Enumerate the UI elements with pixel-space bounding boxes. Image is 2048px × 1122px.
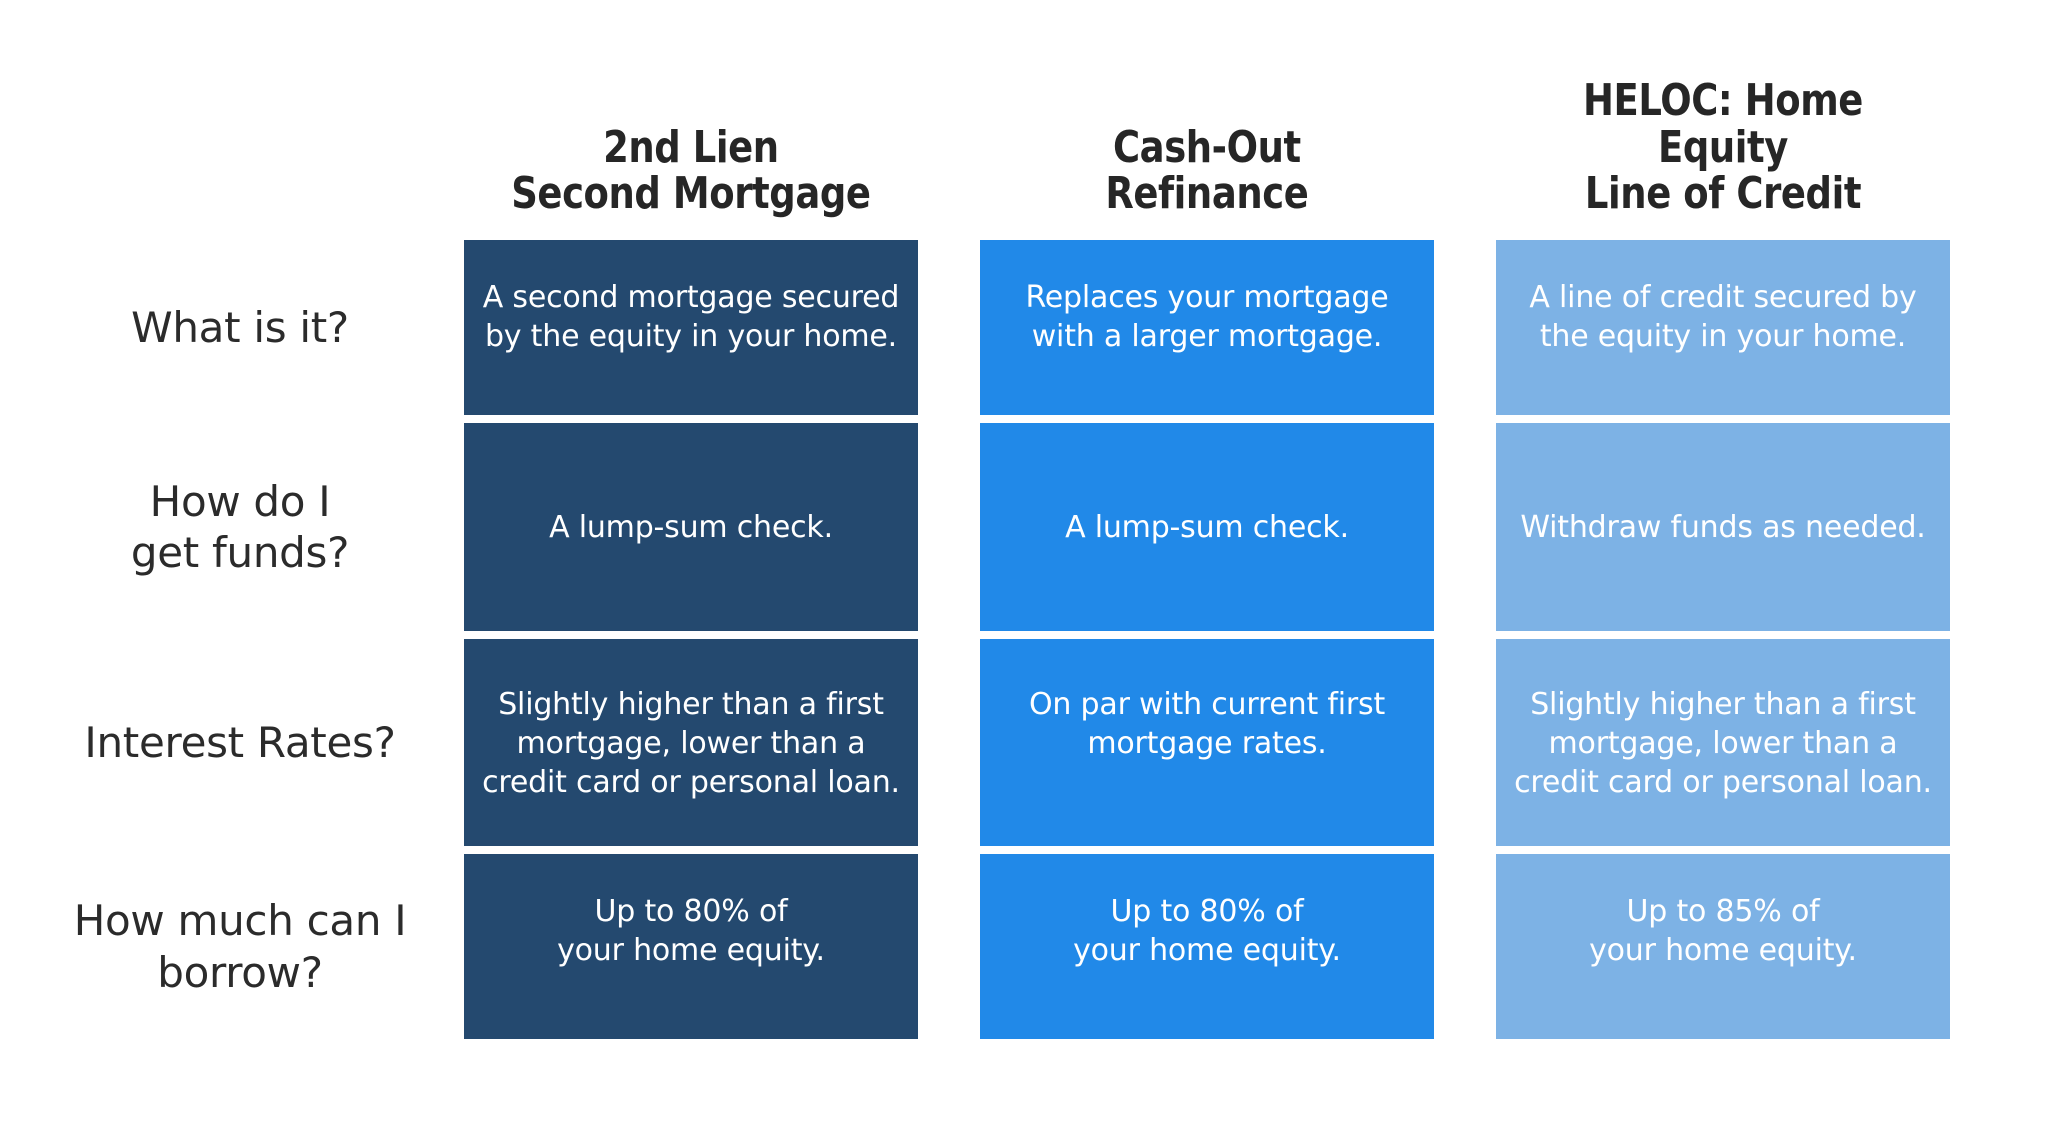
row-divider-3 xyxy=(0,846,2048,854)
column-header-second-mortgage: 2nd Lien Second Mortgage xyxy=(464,0,918,240)
table-cell-r4c1: Up to 80% of your home equity. xyxy=(464,854,918,1039)
cell-gap xyxy=(918,423,980,631)
table-cell-text: Slightly higher than a first mortgage, l… xyxy=(482,687,900,800)
row-end-spacer xyxy=(1950,240,2048,415)
table-cell-r1c1: A second mortgage secured by the equity … xyxy=(464,240,918,415)
table-cell-text: Slightly higher than a first mortgage, l… xyxy=(1514,687,1932,800)
column-header-label: 2nd Lien Second Mortgage xyxy=(511,121,871,220)
table-cell-text: Replaces your mortgage with a larger mor… xyxy=(1025,280,1389,354)
header-gap-1 xyxy=(918,0,980,240)
row-label-text: How much can I borrow? xyxy=(73,896,407,997)
row-divider-1 xyxy=(0,415,2048,423)
table-cell-r2c3: Withdraw funds as needed. xyxy=(1496,423,1950,631)
cell-gap xyxy=(918,240,980,415)
table-cell-r1c3: A line of credit secured by the equity i… xyxy=(1496,240,1950,415)
row-label-text: How do I get funds? xyxy=(130,476,350,577)
bottom-spacer xyxy=(0,1039,2048,1122)
row-label-interest-rates: Interest Rates? xyxy=(0,639,464,846)
column-header-label: Cash-Out Refinance xyxy=(1105,121,1309,220)
column-header-cash-out-refinance: Cash-Out Refinance xyxy=(980,0,1434,240)
table-cell-text: On par with current first mortgage rates… xyxy=(1028,687,1386,761)
header-spacer xyxy=(0,0,464,240)
table-cell-r2c2: A lump-sum check. xyxy=(980,423,1434,631)
table-cell-text: Up to 85% of your home equity. xyxy=(1589,894,1857,968)
cell-gap xyxy=(1434,240,1496,415)
row-divider-2 xyxy=(0,631,2048,639)
table-cell-text: A line of credit secured by the equity i… xyxy=(1529,280,1917,354)
row-end-spacer xyxy=(1950,854,2048,1039)
table-cell-text: Up to 80% of your home equity. xyxy=(1073,894,1341,968)
table-cell-r3c2: On par with current first mortgage rates… xyxy=(980,639,1434,846)
row-end-spacer xyxy=(1950,639,2048,846)
table-cell-text: A lump-sum check. xyxy=(549,509,833,545)
table-cell-text: A second mortgage secured by the equity … xyxy=(482,280,900,354)
column-header-heloc: HELOC: Home Equity Line of Credit xyxy=(1496,0,1950,240)
cell-gap xyxy=(918,854,980,1039)
cell-gap xyxy=(918,639,980,846)
column-header-label: HELOC: Home Equity Line of Credit xyxy=(1583,75,1863,220)
row-label-text: Interest Rates? xyxy=(84,717,396,767)
header-gap-2 xyxy=(1434,0,1496,240)
table-cell-text: Withdraw funds as needed. xyxy=(1520,509,1926,545)
row-label-text: What is it? xyxy=(131,302,349,352)
table-cell-r1c2: Replaces your mortgage with a larger mor… xyxy=(980,240,1434,415)
table-cell-r4c3: Up to 85% of your home equity. xyxy=(1496,854,1950,1039)
row-end-spacer xyxy=(1950,423,2048,631)
cell-gap xyxy=(1434,423,1496,631)
table-cell-r3c1: Slightly higher than a first mortgage, l… xyxy=(464,639,918,846)
table-cell-text: A lump-sum check. xyxy=(1065,509,1349,545)
table-cell-r3c3: Slightly higher than a first mortgage, l… xyxy=(1496,639,1950,846)
row-label-how-much-can-i-borrow: How much can I borrow? xyxy=(0,854,464,1039)
cell-gap xyxy=(1434,639,1496,846)
table-cell-text: Up to 80% of your home equity. xyxy=(557,894,825,968)
header-gap-3 xyxy=(1950,0,2048,240)
table-cell-r2c1: A lump-sum check. xyxy=(464,423,918,631)
cell-gap xyxy=(1434,854,1496,1039)
row-label-what-is-it: What is it? xyxy=(0,240,464,415)
row-label-how-do-i-get-funds: How do I get funds? xyxy=(0,423,464,631)
table-cell-r4c2: Up to 80% of your home equity. xyxy=(980,854,1434,1039)
